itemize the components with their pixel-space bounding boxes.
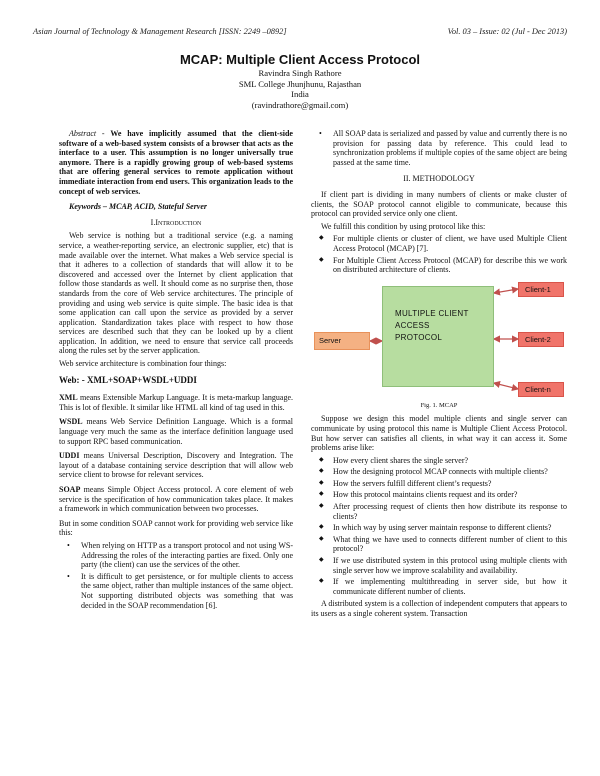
- term-soap: SOAP means Simple Object Access protocol…: [59, 485, 293, 514]
- arrow-client-n: [492, 380, 520, 391]
- server-box: Server: [314, 331, 370, 350]
- list-item: How the designing protocol MCAP connects…: [319, 467, 567, 477]
- list-item: It is difficult to get persistence, or f…: [67, 572, 293, 610]
- mcap-figure: MULTIPLE CLIENT ACCESS PROTOCOL Server C…: [311, 279, 567, 401]
- list-item: All SOAP data is serialized and passed b…: [319, 129, 567, 167]
- paper-title: MCAP: Multiple Client Access Protocol: [179, 52, 421, 67]
- abstract-label: Abstract: [69, 129, 97, 138]
- term-name: XML: [59, 393, 78, 403]
- figure-caption: Fig. 1. MCAP: [420, 401, 458, 409]
- abstract: Abstract - We have implicitly assumed th…: [59, 129, 293, 196]
- arrow-client-1: [492, 286, 520, 296]
- soap-limitations-list-continued: All SOAP data is serialized and passed b…: [311, 129, 567, 167]
- term-text: means Extensible Markup Language. It is …: [59, 393, 293, 412]
- figure-arrows: [368, 286, 520, 391]
- soap-limitations-list: When relying on HTTP as a transport prot…: [59, 541, 293, 610]
- term-xml: XML means Extensible Markup Language. It…: [59, 393, 293, 412]
- mcap-protocol-box: MULTIPLE CLIENT ACCESS PROTOCOL: [382, 285, 494, 387]
- term-name: WSDL: [59, 417, 83, 427]
- section-heading-methodology: II. METHODOLOGY: [403, 174, 475, 184]
- author-email: (ravindrathore@gmail.com): [251, 99, 349, 110]
- list-item: In which way by using server maintain re…: [319, 523, 567, 533]
- list-item: If we use distributed system in this pro…: [319, 556, 567, 575]
- list-item: How every client shares the single serve…: [319, 456, 567, 466]
- section-heading-introduction: I.Introduction: [150, 217, 202, 227]
- list-item: For multiple clients or cluster of clien…: [319, 234, 567, 253]
- term-uddi: UDDI means Universal Description, Discov…: [59, 451, 293, 480]
- author-affiliation: SML College Jhunjhunu, Rajasthan: [238, 78, 362, 89]
- web-formula: Web: - XML+SOAP+WSDL+UDDI: [59, 374, 197, 385]
- client-1-box: Client-1: [518, 281, 564, 297]
- list-item: How this protocol maintains clients requ…: [319, 490, 567, 500]
- method-list: For multiple clients or cluster of clien…: [311, 234, 567, 274]
- intro-paragraph: Web service is nothing but a traditional…: [59, 231, 293, 356]
- client-2-box: Client-2: [518, 331, 564, 347]
- term-text: means Universal Description, Discovery a…: [59, 451, 293, 480]
- list-item: If we implementing multithreading in ser…: [319, 577, 567, 596]
- mcap-line-1: MULTIPLE CLIENT: [395, 308, 469, 318]
- abstract-dash: -: [96, 129, 111, 138]
- right-column: All SOAP data is serialized and passed b…: [311, 129, 567, 622]
- method-paragraph: If client part is dividing in many numbe…: [311, 189, 567, 219]
- term-text: means Web Service Definition Language. W…: [59, 417, 293, 446]
- architecture-paragraph: Web service architecture is combination …: [59, 359, 227, 369]
- term-wsdl: WSDL means Web Service Definition Langua…: [59, 417, 293, 446]
- author-country: India: [291, 89, 309, 100]
- volume-issue: Vol. 03 – Issue: 02 (Jul - Dec 2013): [447, 27, 567, 36]
- term-name: SOAP: [59, 485, 81, 494]
- term-text: means Simple Object Access protocol. A c…: [59, 485, 293, 514]
- author-name: Ravindra Singh Rathore: [258, 68, 342, 78]
- final-paragraph: A distributed system is a collection of …: [311, 599, 567, 618]
- mcap-line-2: ACCESS: [395, 320, 430, 330]
- list-item: After processing request of clients then…: [319, 502, 567, 521]
- list-item: What thing we have used to connects diff…: [319, 535, 567, 554]
- keywords: Keywords – MCAP, ACID, Stateful Server: [69, 202, 208, 212]
- journal-name: Asian Journal of Technology & Management…: [33, 27, 287, 36]
- abstract-text: We have implicitly assumed that the clie…: [59, 129, 293, 196]
- running-header: Asian Journal of Technology & Management…: [33, 27, 567, 36]
- list-item: When relying on HTTP as a transport prot…: [67, 541, 293, 570]
- fulfill-paragraph: We fulfill this condition by using proto…: [321, 221, 486, 231]
- left-column: Abstract - We have implicitly assumed th…: [59, 129, 293, 613]
- client-n-box: Client-n: [518, 381, 564, 397]
- suppose-paragraph: Suppose we design this model multiple cl…: [311, 414, 567, 453]
- term-name: UDDI: [59, 451, 80, 461]
- mcap-line-3: PROTOCOL: [395, 332, 443, 342]
- soap-intro: But in some condition SOAP cannot work f…: [59, 518, 293, 538]
- questions-list: How every client shares the single serve…: [311, 456, 567, 597]
- list-item: How the servers fulfill different client…: [319, 479, 567, 489]
- list-item: For Multiple Client Access Protocol (MCA…: [319, 256, 567, 275]
- title-block: MCAP: Multiple Client Access Protocol Ra…: [0, 52, 600, 110]
